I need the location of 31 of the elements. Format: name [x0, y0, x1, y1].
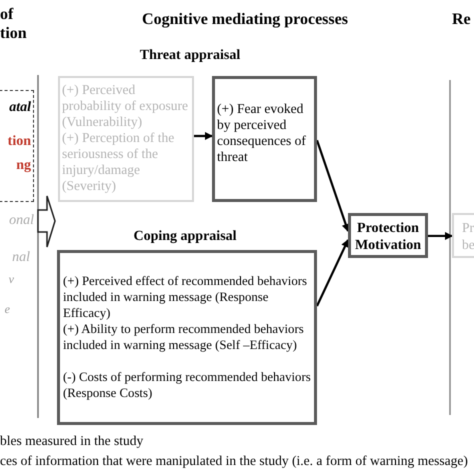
section-heading: of tion [0, 5, 28, 43]
node-text: Protection Motivation [354, 220, 422, 254]
node-text: (+) Ability to perform recommended behaviors included in warning message (Self –Efficacy) [63, 321, 305, 353]
node-text: atal [9, 99, 31, 117]
arrow [194, 132, 213, 140]
process-box [58, 76, 194, 202]
variable-label: nal [11, 249, 30, 267]
variable-label: onal [8, 212, 34, 230]
section-heading: Cognitive mediating processes [141, 10, 349, 30]
node-text: (+) Perceived effect of recommended behaviors included in warning message (Response Efficacy) [63, 273, 308, 321]
node-text: (+) Perception of the seriousness of the injury/damage (Severity) [62, 130, 176, 194]
node-text: (-) Costs of performing recommended behaviors (Response Costs) [63, 369, 311, 401]
arrow [316, 140, 350, 232]
footnote: ces of information that were manipulated in the study (i.e. a form of warning message) [0, 452, 469, 470]
group-heading: Threat appraisal [138, 47, 242, 65]
process-box [57, 250, 317, 425]
arrow [428, 232, 453, 240]
variable-label: v [8, 271, 14, 288]
variable-label: e [4, 301, 10, 318]
node-text: Pr be [462, 219, 474, 253]
dashed-group-box [0, 90, 34, 202]
node-text: (+) Perceived probability of exposure (Vulnerability) [62, 82, 189, 130]
footnote: bles measured in the study [0, 432, 144, 450]
group-heading: Coping appraisal [132, 228, 238, 246]
process-box [212, 76, 317, 202]
block-arrow [37, 195, 56, 248]
process-box [348, 213, 428, 258]
node-text: tion ng [6, 133, 31, 175]
arrow [316, 239, 349, 306]
node-text: (+) Fear evoked by perceived consequences of threat [217, 101, 307, 165]
section-heading: Re [452, 10, 472, 30]
